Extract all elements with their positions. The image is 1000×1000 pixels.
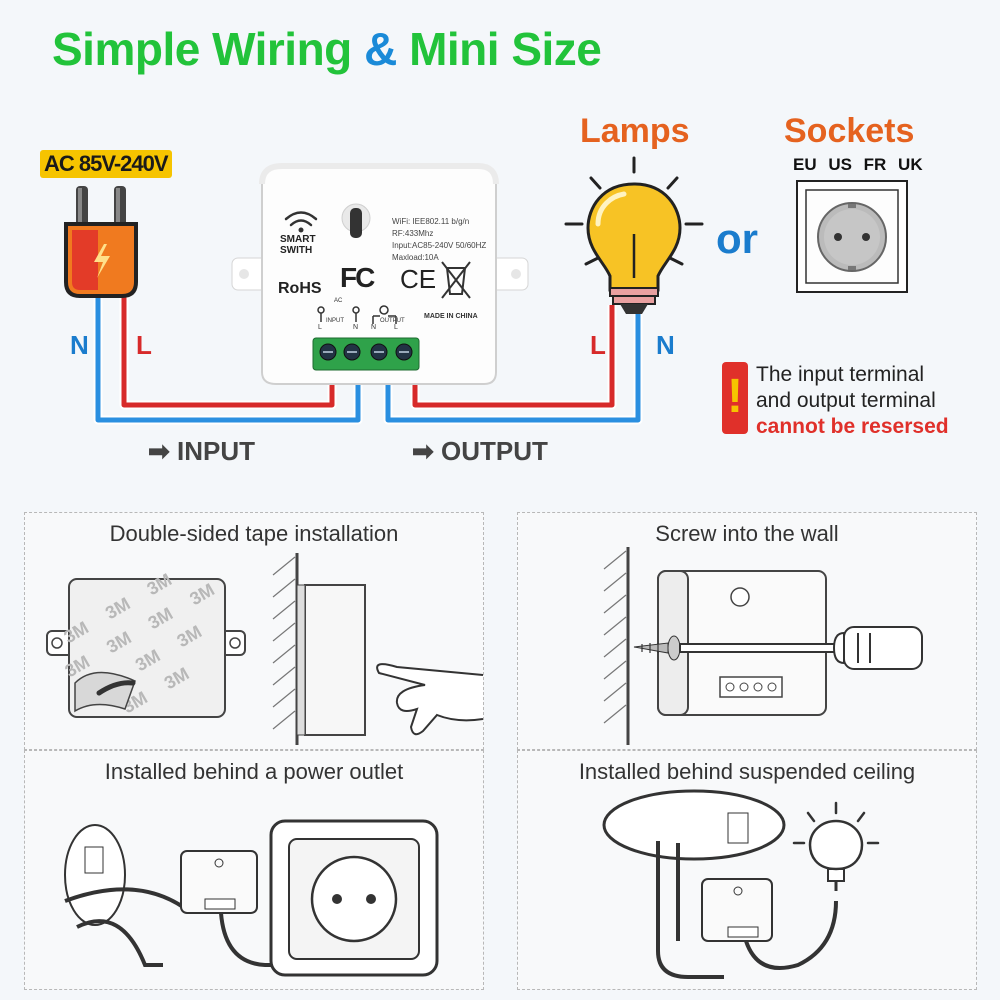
- panel-tape-installation: Double-sided tape installation 3M 3M 3M …: [24, 512, 484, 750]
- outlet-illustration: [64, 819, 439, 977]
- device-spec-rf: RF:433Mhz: [392, 229, 434, 238]
- output-neutral-wire: [385, 305, 641, 423]
- input-mark: INPUT: [326, 318, 344, 324]
- light-bulb-icon: [564, 156, 704, 314]
- ac-mark: AC: [334, 298, 343, 304]
- panel-outlet-installation: Installed behind a power outlet: [24, 750, 484, 990]
- arrow-right-icon: ➡: [148, 436, 170, 466]
- device-specs: WiFi: IEE802.11 b/g/n RF:433Mhz Input:AC…: [392, 216, 486, 264]
- page-title: Simple Wiring & Mini Size: [52, 22, 602, 76]
- output-live-wire: [412, 305, 615, 408]
- voltage-label: AC 85V-240V: [40, 150, 172, 178]
- warning-mark: !: [727, 370, 743, 423]
- live-label-left: L: [136, 330, 152, 360]
- panel-screw-title: Screw into the wall: [655, 521, 839, 546]
- panel-ceiling-installation: Installed behind suspended ceiling: [517, 750, 977, 990]
- warning-line2: and output terminal: [756, 389, 936, 412]
- device-brand-line1: SMART: [280, 234, 316, 245]
- ce-mark: CE: [400, 264, 437, 294]
- hand-icon: [376, 663, 483, 736]
- smart-switch-device: [231, 163, 529, 385]
- term-n1: N: [353, 324, 359, 331]
- wiring-diagram: [64, 156, 908, 425]
- title-part2: Mini Size: [409, 23, 602, 75]
- lamps-label: Lamps: [580, 112, 690, 150]
- warning-icon: !: [722, 362, 748, 434]
- term-l2: L: [394, 324, 398, 331]
- tape-illustration: 3M 3M 3M 3M 3M 3M 3M 3M 3M 3M 3M 3M: [46, 553, 483, 745]
- live-label-right: L: [590, 330, 606, 360]
- output-mark: OUTPUT: [380, 318, 405, 324]
- socket-regions: EU US FR UK: [793, 155, 923, 174]
- input-live-wire: [121, 295, 335, 408]
- panel-screw-installation: Screw into the wall: [517, 512, 977, 750]
- warning-text: The input terminal and output terminal c…: [756, 362, 949, 440]
- warning-line3: cannot be resersed: [756, 415, 949, 438]
- device-spec-maxload: Maxload:10A: [392, 253, 439, 262]
- device-brand: SMART SWITH: [280, 234, 316, 256]
- output-flow-text: OUTPUT: [441, 436, 548, 466]
- ceiling-illustration: [602, 789, 880, 979]
- title-amp: &: [364, 23, 397, 75]
- neutral-label-right: N: [656, 330, 675, 360]
- power-plug-icon: [64, 186, 138, 298]
- input-neutral-wire: [95, 295, 361, 423]
- arrow-right-icon: ➡: [412, 436, 434, 466]
- input-flow-label: ➡ INPUT: [148, 436, 255, 467]
- device-spec-input: Input:AC85-240V 50/60HZ: [392, 241, 487, 250]
- term-n2: N: [371, 324, 377, 331]
- term-l1: L: [318, 324, 322, 331]
- neutral-label-left: N: [70, 330, 89, 360]
- screw-illustration: [603, 547, 923, 745]
- weee-bin-icon: [441, 261, 471, 299]
- wifi-icon: [284, 211, 318, 227]
- or-label: or: [716, 215, 758, 262]
- title-part1: Simple Wiring: [52, 23, 352, 75]
- panel-outlet-title: Installed behind a power outlet: [104, 759, 404, 784]
- fcc-mark: FC: [340, 262, 375, 293]
- device-brand-line2: SWITH: [280, 245, 313, 256]
- wall-socket-icon: [796, 180, 908, 293]
- made-in-label: MADE IN CHINA: [424, 313, 478, 320]
- output-flow-label: ➡ OUTPUT: [412, 436, 548, 467]
- rohs-mark: RoHS: [278, 280, 322, 297]
- device-spec-wifi: WiFi: IEE802.11 b/g/n: [392, 217, 470, 226]
- panel-tape-title: Double-sided tape installation: [109, 521, 399, 546]
- input-flow-text: INPUT: [177, 436, 256, 466]
- ceiling-bulb-icon: [792, 801, 880, 891]
- sockets-label: Sockets: [784, 112, 915, 150]
- panel-ceiling-title: Installed behind suspended ceiling: [578, 759, 916, 784]
- warning-line1: The input terminal: [756, 363, 925, 386]
